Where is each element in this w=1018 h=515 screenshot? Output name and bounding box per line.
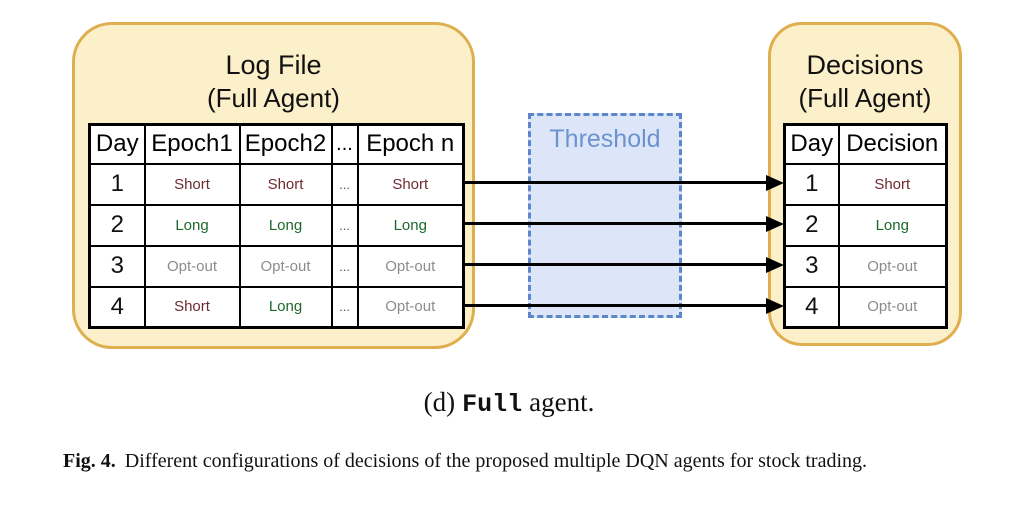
table-row: 4 Short Long ... Opt-out — [88, 285, 465, 329]
subfigure-index: (d) — [423, 387, 456, 417]
epoch-decision-cell: Opt-out — [356, 244, 465, 288]
figure-caption-label: Fig. 4. — [63, 450, 116, 472]
day-cell: 4 — [88, 285, 146, 329]
column-header-epoch1: Epoch1 — [143, 123, 241, 165]
decisions-box-title: Decisions — [806, 50, 924, 80]
figure-caption: Fig. 4. Different configurations of decis… — [63, 450, 973, 473]
column-header-ellipsis: ... — [330, 123, 359, 165]
column-header-epoch-n: Epoch n — [356, 123, 465, 165]
table-row: 2 Long Long ... Long — [88, 203, 465, 247]
arrowhead-icon — [766, 297, 784, 314]
table-row: 2 Long — [783, 203, 948, 247]
ellipsis-cell: ... — [330, 203, 359, 247]
epoch-decision-cell: Opt-out — [356, 285, 465, 329]
arrow-shaft — [462, 222, 766, 225]
ellipsis-cell: ... — [330, 244, 359, 288]
subfigure-caption-suffix: agent. — [529, 387, 595, 417]
column-header-decision: Decision — [837, 123, 948, 165]
day-cell: 3 — [88, 244, 146, 288]
epoch-decision-cell: Long — [238, 203, 333, 247]
table-row: 4 Opt-out — [783, 285, 948, 329]
day-cell: 1 — [783, 162, 840, 206]
threshold-box: Threshold — [528, 113, 682, 318]
table-row: 3 Opt-out Opt-out ... Opt-out — [88, 244, 465, 288]
decision-cell: Opt-out — [837, 285, 948, 329]
epoch-decision-cell: Short — [143, 285, 241, 329]
arrowhead-icon — [766, 174, 784, 191]
threshold-label: Threshold — [549, 125, 661, 153]
epoch-decision-cell: Opt-out — [143, 244, 241, 288]
day-cell: 4 — [783, 285, 840, 329]
log-box-subtitle: (Full Agent) — [207, 83, 340, 113]
epoch-decision-cell: Short — [238, 162, 333, 206]
epoch-decision-cell: Short — [143, 162, 241, 206]
decisions-box-subtitle: (Full Agent) — [798, 83, 932, 113]
decisions-table-header-row: Day Decision — [783, 123, 948, 165]
arrow-row-3 — [462, 256, 784, 273]
table-row: 1 Short — [783, 162, 948, 206]
epoch-decision-cell: Long — [143, 203, 241, 247]
decisions-table: Day Decision 1 Short 2 Long 3 Opt-out 4 … — [783, 123, 948, 329]
figure-caption-text: Different configurations of decisions of… — [124, 450, 868, 472]
arrowhead-icon — [766, 215, 784, 232]
epoch-decision-cell: Opt-out — [238, 244, 333, 288]
arrow-shaft — [462, 181, 766, 184]
arrowhead-icon — [766, 256, 784, 273]
ellipsis-cell: ... — [330, 285, 359, 329]
log-box-title: Log File — [225, 50, 322, 80]
arrow-shaft — [462, 263, 766, 266]
decision-cell: Long — [837, 203, 948, 247]
log-table-header-row: Day Epoch1 Epoch2 ... Epoch n — [88, 123, 465, 165]
ellipsis-cell: ... — [330, 162, 359, 206]
agent-name: Full — [462, 390, 523, 419]
decision-cell: Short — [837, 162, 948, 206]
arrow-row-4 — [462, 297, 784, 314]
decision-cell: Opt-out — [837, 244, 948, 288]
column-header-day: Day — [88, 123, 146, 165]
epoch-decision-cell: Long — [238, 285, 333, 329]
epoch-decision-cell: Short — [356, 162, 465, 206]
column-header-day: Day — [783, 123, 840, 165]
day-cell: 2 — [783, 203, 840, 247]
table-row: 1 Short Short ... Short — [88, 162, 465, 206]
day-cell: 2 — [88, 203, 146, 247]
day-cell: 1 — [88, 162, 146, 206]
arrow-row-2 — [462, 215, 784, 232]
arrow-shaft — [462, 304, 766, 307]
arrow-row-1 — [462, 174, 784, 191]
epoch-decision-cell: Long — [356, 203, 465, 247]
table-row: 3 Opt-out — [783, 244, 948, 288]
day-cell: 3 — [783, 244, 840, 288]
log-file-table: Day Epoch1 Epoch2 ... Epoch n 1 Short Sh… — [88, 123, 465, 329]
column-header-epoch2: Epoch2 — [238, 123, 333, 165]
